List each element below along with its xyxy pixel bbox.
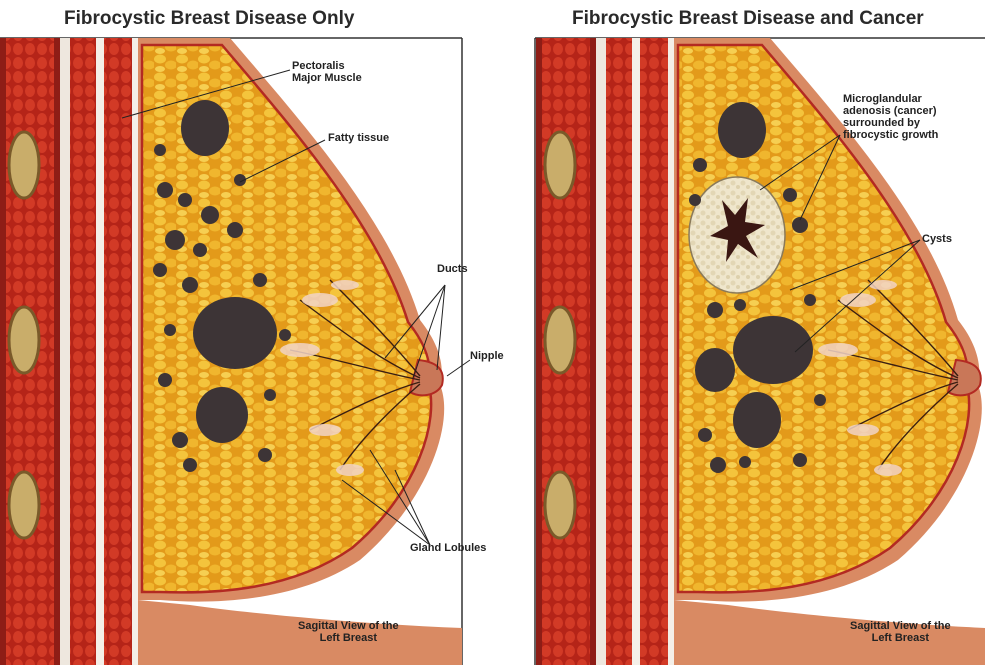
label-gland-lobules: Gland Lobules: [410, 542, 486, 554]
right-pectoralis-major: [640, 38, 668, 665]
label-ducts: Ducts: [437, 263, 468, 275]
right-fascia: [596, 38, 606, 665]
right-fascia: [632, 38, 640, 665]
left-fascia: [96, 38, 104, 665]
label-pectoralis-major-muscle: Pectoralis Major Muscle: [292, 60, 362, 84]
right-cyst: [718, 102, 766, 158]
right-fascia: [668, 38, 674, 665]
left-pectoralis-minor: [70, 38, 96, 665]
left-fascia: [132, 38, 138, 665]
right-view-caption: Sagittal View of the Left Breast: [850, 620, 951, 644]
left-pectoralis-major: [104, 38, 132, 665]
right-cyst: [733, 316, 813, 384]
label-cysts: Cysts: [922, 233, 952, 245]
right-cyst: [695, 348, 735, 392]
left-rib-bone: [9, 472, 39, 538]
label-fatty-tissue: Fatty tissue: [328, 132, 389, 144]
left-panel-title: Fibrocystic Breast Disease Only: [64, 8, 354, 30]
left-fascia: [60, 38, 70, 665]
right-pectoralis-minor: [606, 38, 632, 665]
left-cyst: [196, 387, 248, 443]
right-panel-title: Fibrocystic Breast Disease and Cancer: [572, 8, 924, 30]
left-panel-drawing: [0, 38, 470, 665]
left-view-caption: Sagittal View of the Left Breast: [298, 620, 399, 644]
right-rib-bone: [545, 307, 575, 373]
left-cyst: [181, 100, 229, 156]
left-rib-bone: [9, 307, 39, 373]
right-rib-bone: [545, 132, 575, 198]
left-cyst: [193, 297, 277, 369]
left-rib-bone: [9, 132, 39, 198]
label-nipple: Nipple: [470, 350, 504, 362]
right-cyst: [733, 392, 781, 448]
right-rib-bone: [545, 472, 575, 538]
label-microglandular-adenosis: Microglandular adenosis (cancer) surroun…: [843, 93, 938, 141]
